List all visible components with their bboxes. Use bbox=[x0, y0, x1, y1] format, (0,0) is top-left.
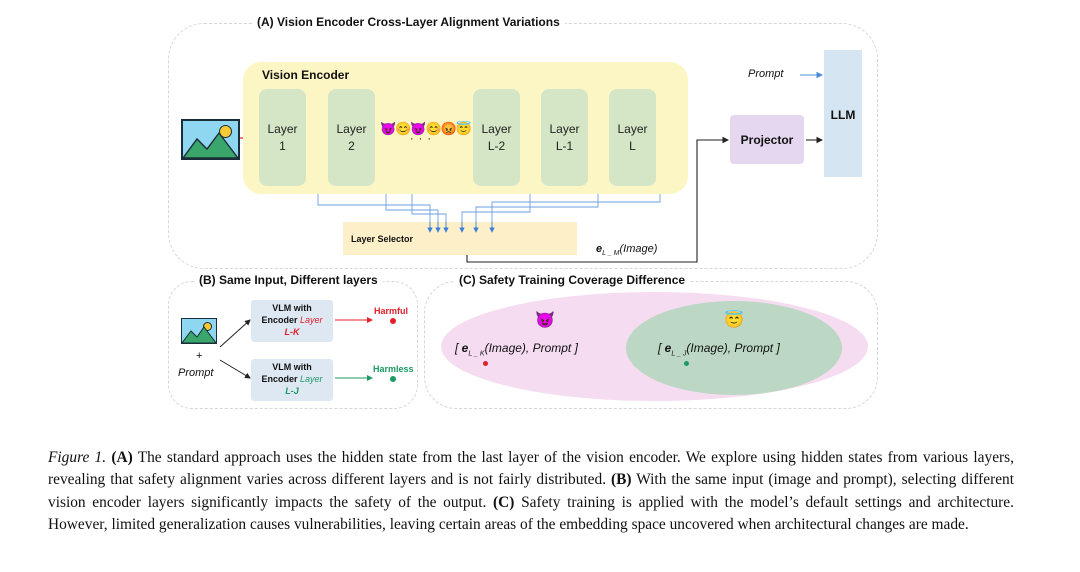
layer-l-2-label: Layer bbox=[481, 121, 512, 136]
layer-1-index: 1 bbox=[279, 138, 286, 153]
panel-a-title: (A) Vision Encoder Cross-Layer Alignment… bbox=[252, 15, 565, 29]
harmless-label: Harmless bbox=[373, 364, 414, 374]
devil-emoji: 😈 bbox=[535, 312, 555, 329]
vlm-lk-line1: VLM with bbox=[272, 303, 312, 313]
vlm-lk-layer-id: L-K bbox=[284, 327, 300, 337]
caption-a-label: (A) bbox=[111, 449, 133, 466]
vlm-lj-layer-word: Layer bbox=[300, 374, 323, 384]
llm-box: LLM bbox=[824, 50, 862, 177]
layer-l-index: L bbox=[629, 138, 636, 153]
layer-l-label: Layer bbox=[617, 121, 648, 136]
vlm-lj-line2: Encoder bbox=[261, 374, 300, 384]
vlm-layer-lk: VLM with Encoder Layer L-K bbox=[251, 300, 333, 342]
caption-a-text: The standard approach uses the hidden st… bbox=[48, 449, 1014, 489]
caption-c-label: (C) bbox=[493, 493, 515, 511]
caption-figure-label: Figure 1. bbox=[48, 449, 107, 466]
inner-region-label: [ eL _ J(Image), Prompt ] bbox=[658, 341, 780, 358]
layer-l-2-index: L-2 bbox=[487, 138, 506, 153]
arrow-input-to-vlm-bottom bbox=[219, 359, 251, 379]
layer-2: Layer 2 bbox=[328, 89, 375, 186]
prompt-label-b: Prompt bbox=[178, 367, 214, 379]
vlm-lk-layer-word: Layer bbox=[300, 315, 323, 325]
vlm-layer-lj: VLM with Encoder Layer L-J bbox=[251, 359, 333, 401]
ellipsis-dots: ··· bbox=[410, 133, 436, 145]
prompt-label-a: Prompt bbox=[748, 68, 784, 80]
layer-l-1-label: Layer bbox=[549, 121, 580, 136]
panel-c-title: (C) Safety Training Coverage Difference bbox=[454, 273, 691, 287]
harmful-point bbox=[483, 361, 488, 366]
vlm-lj-layer-id: L-J bbox=[285, 386, 299, 396]
input-image-icon-b bbox=[181, 318, 217, 344]
harmful-dot bbox=[390, 318, 396, 324]
layer-l-1-index: L-1 bbox=[555, 138, 574, 153]
outer-region-label: [ eL _ K(Image), Prompt ] bbox=[455, 341, 578, 358]
layer-l-1: Layer L-1 bbox=[541, 89, 588, 186]
harmless-dot bbox=[390, 376, 396, 382]
input-image-icon bbox=[181, 119, 240, 160]
layer-l-2: Layer L-2 bbox=[473, 89, 520, 186]
layer-1-label: Layer bbox=[267, 121, 298, 136]
vision-encoder-title: Vision Encoder bbox=[262, 68, 350, 82]
plus-sign: + bbox=[196, 350, 203, 362]
caption-b-text: With the same input (image and prompt), … bbox=[48, 471, 1014, 511]
vlm-lk-line2: Encoder bbox=[261, 315, 300, 325]
projector-label: Projector bbox=[740, 132, 794, 147]
caption-b-label: (B) bbox=[611, 471, 632, 489]
vlm-lj-line1: VLM with bbox=[272, 362, 312, 372]
panel-b-title: (B) Same Input, Different layers bbox=[194, 273, 383, 287]
harmless-point bbox=[684, 361, 689, 366]
inner-embedding-region bbox=[626, 301, 842, 395]
arrow-selector-to-projector bbox=[466, 136, 730, 263]
layer-2-label: Layer bbox=[336, 121, 367, 136]
layer-selector-label: Layer Selector bbox=[351, 233, 414, 244]
layer-safety-emojis: 😈😊😈😊😡😇 bbox=[380, 121, 472, 136]
embedding-label: eL _ M(Image) bbox=[596, 243, 658, 258]
harmful-label: Harmful bbox=[374, 306, 409, 316]
layer-2-index: 2 bbox=[348, 138, 355, 153]
layer-1: Layer 1 bbox=[259, 89, 306, 186]
layer-selector: Layer Selector bbox=[343, 222, 577, 255]
angel-emoji: 😇 bbox=[724, 312, 744, 329]
projector-box: Projector bbox=[730, 115, 804, 164]
arrow-input-to-vlm-top bbox=[219, 319, 251, 348]
layer-l: Layer L bbox=[609, 89, 656, 186]
figure-caption: Figure 1. (A) The standard approach uses… bbox=[48, 447, 1014, 537]
caption-c-text: Safety training is applied with the mode… bbox=[48, 493, 1014, 534]
llm-label: LLM bbox=[830, 108, 856, 122]
